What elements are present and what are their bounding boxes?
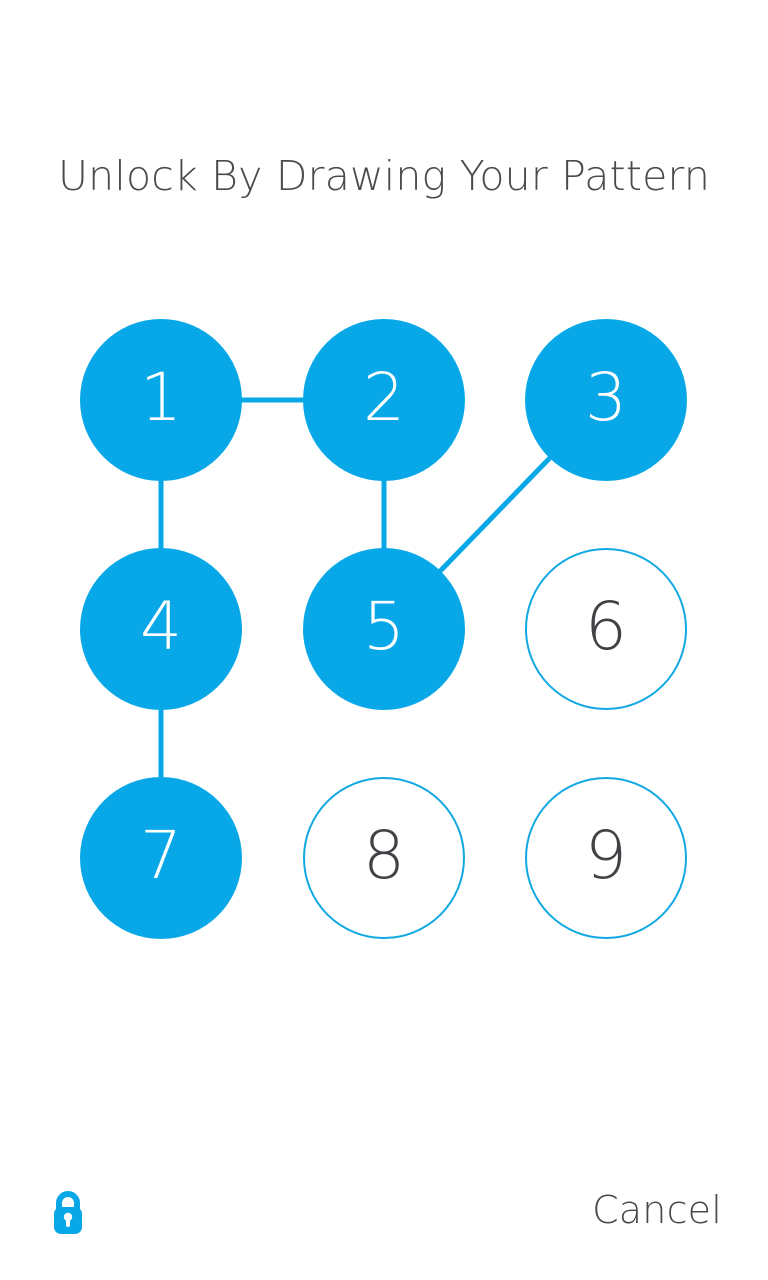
pattern-dot-1[interactable]: 1 <box>80 319 242 481</box>
pattern-dot-9[interactable]: 9 <box>525 777 687 939</box>
pattern-dot-2[interactable]: 2 <box>303 319 465 481</box>
pattern-dot-label: 8 <box>363 817 405 894</box>
pattern-dot-8[interactable]: 8 <box>303 777 465 939</box>
pattern-dot-6[interactable]: 6 <box>525 548 687 710</box>
pattern-dot-label: 5 <box>363 588 405 665</box>
cancel-button[interactable]: Cancel <box>592 1188 722 1232</box>
page-title: Unlock By Drawing Your Pattern <box>57 152 711 200</box>
pattern-dot-label: 2 <box>363 359 405 436</box>
pattern-dot-label: 4 <box>140 588 182 665</box>
footer-bar: Cancel <box>0 1160 768 1280</box>
pattern-dot-label: 3 <box>585 359 627 436</box>
pattern-dot-4[interactable]: 4 <box>80 548 242 710</box>
pattern-dot-7[interactable]: 7 <box>80 777 242 939</box>
pattern-dot-label: 1 <box>140 359 182 436</box>
pattern-dot-label: 6 <box>585 588 627 665</box>
pattern-dot-label: 9 <box>585 817 627 894</box>
lock-icon[interactable] <box>48 1190 88 1236</box>
pattern-dot-label: 7 <box>140 817 182 894</box>
pattern-dot-5[interactable]: 5 <box>303 548 465 710</box>
pattern-dot-3[interactable]: 3 <box>525 319 687 481</box>
